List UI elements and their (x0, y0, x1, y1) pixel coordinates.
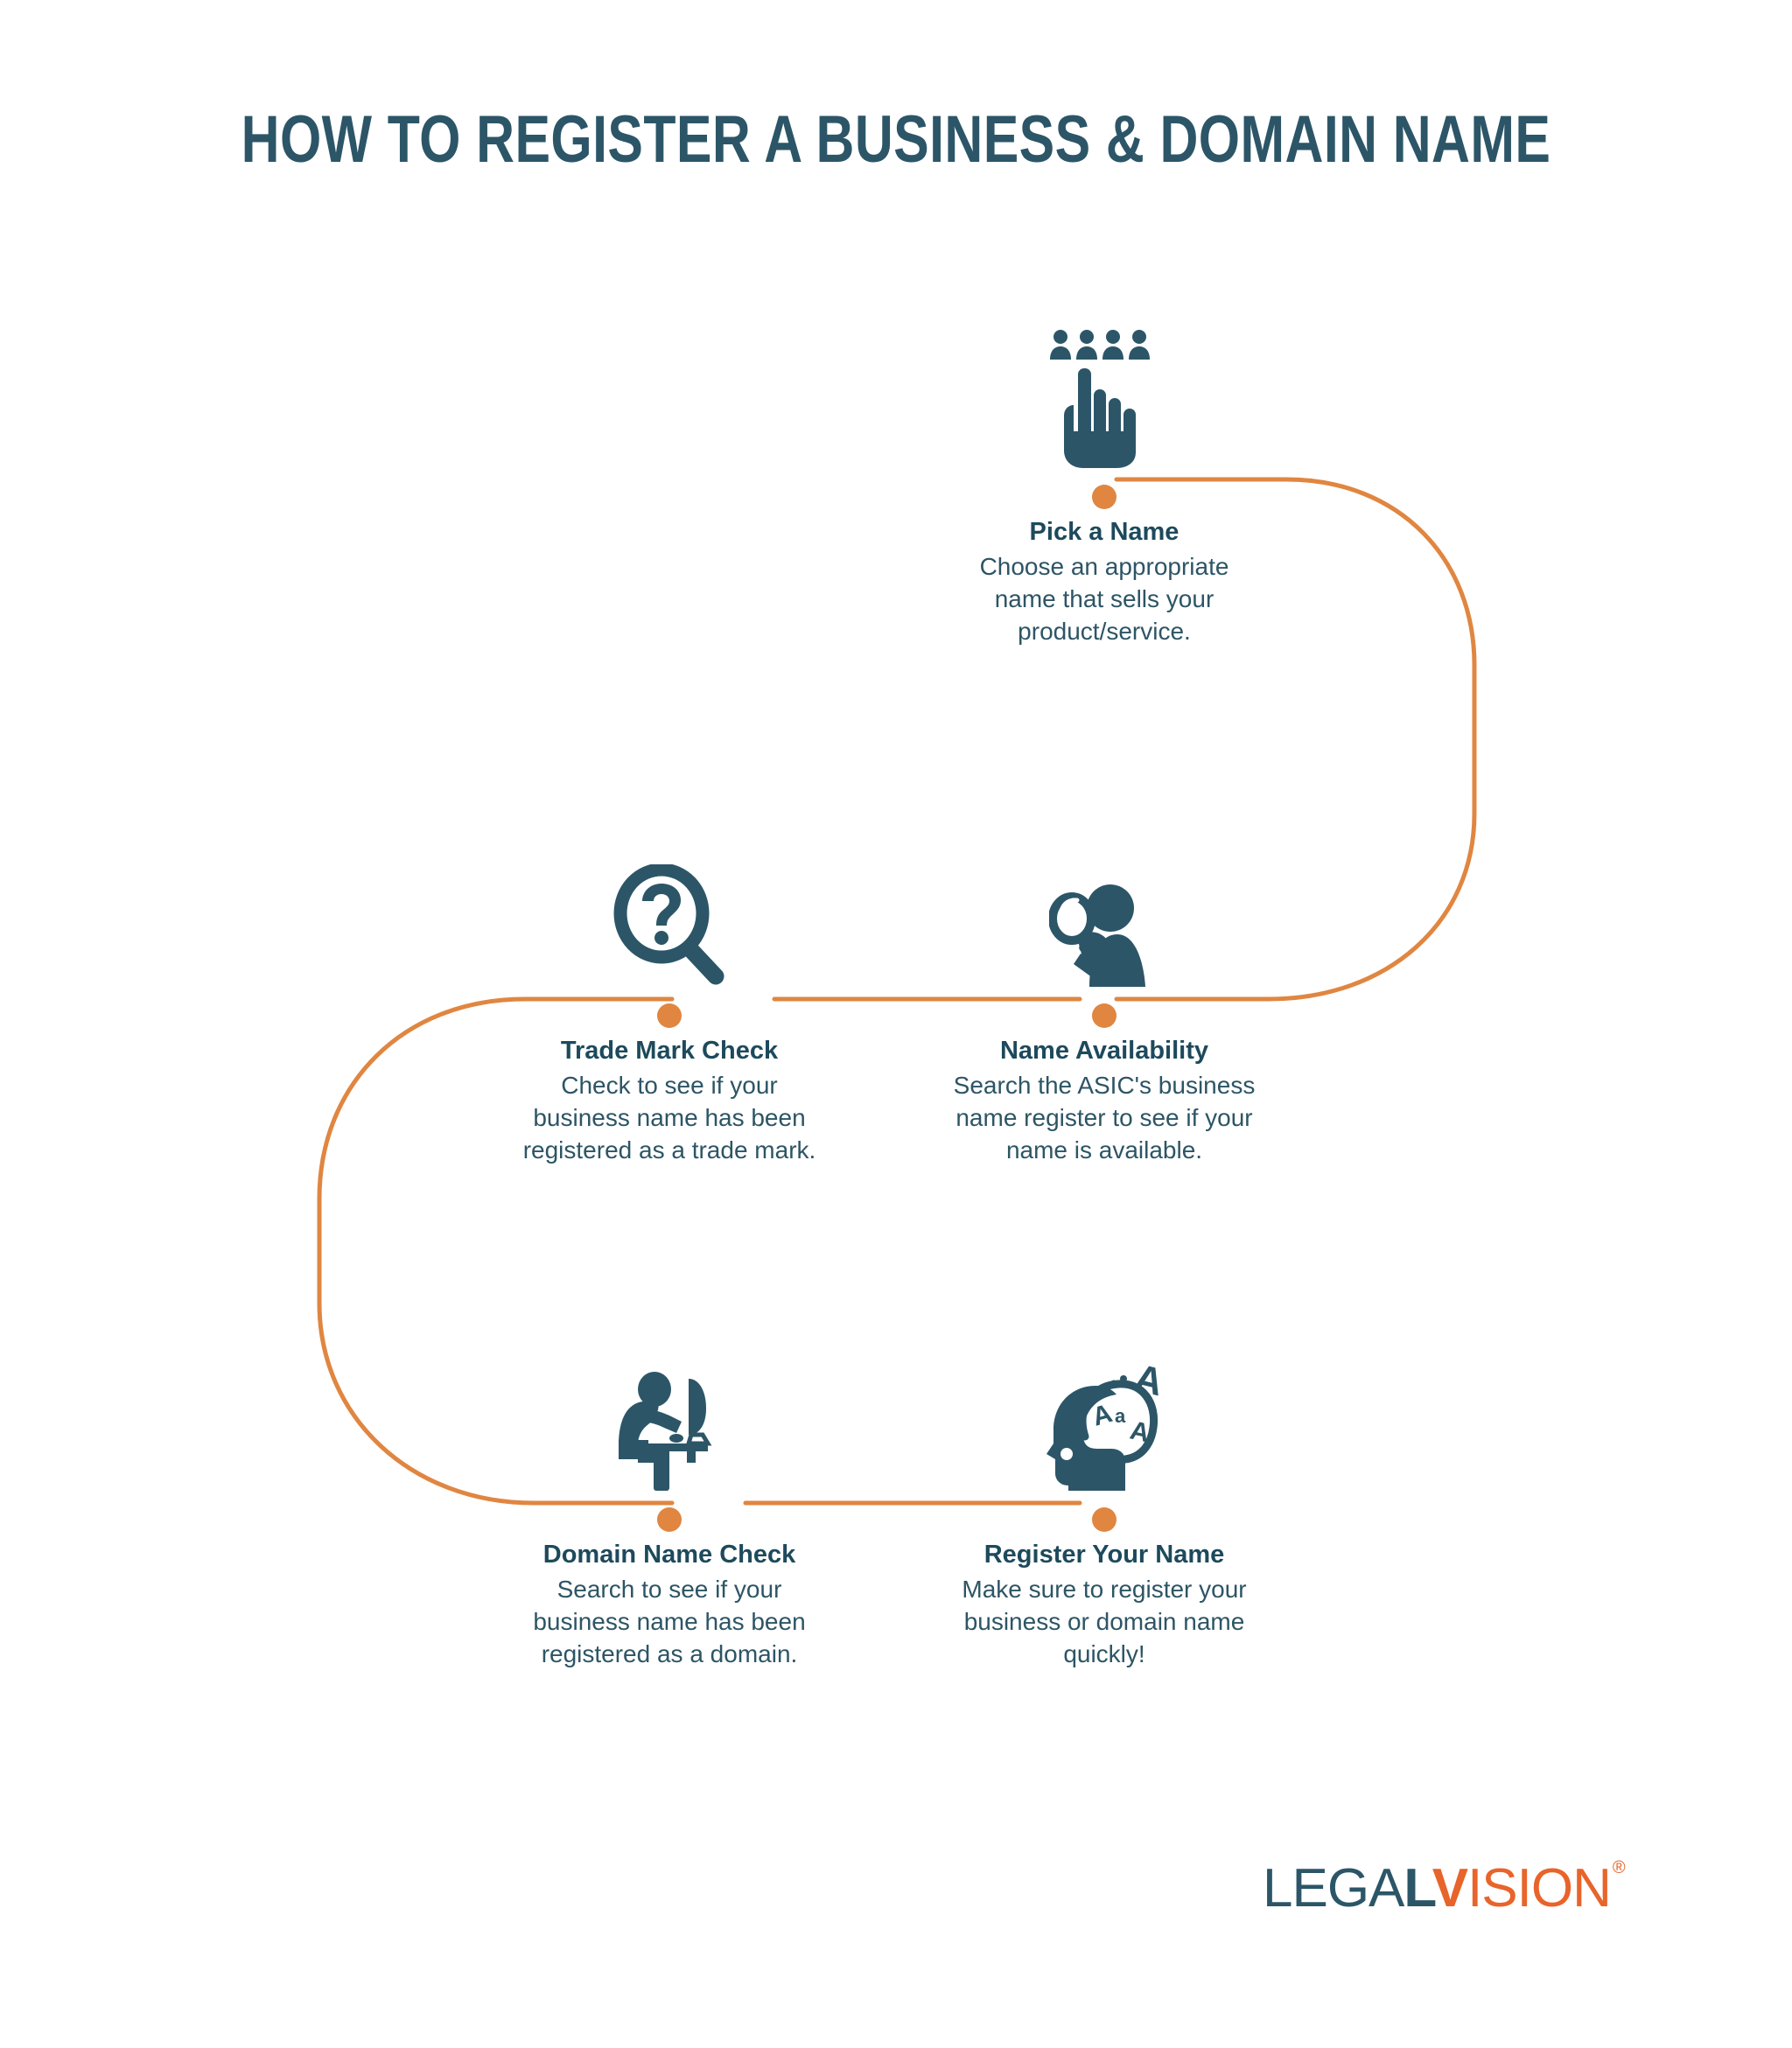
magnifier-question-icon (512, 829, 827, 987)
head-with-letters-icon: A a A A (947, 1333, 1262, 1491)
logo-part-v: V (1432, 1858, 1468, 1919)
timeline-dot (1092, 1003, 1116, 1028)
step-title: Register Your Name (984, 1541, 1225, 1569)
step-name-availability: Name Availability Search the ASIC's busi… (947, 829, 1262, 1167)
step-domain-name-check: Domain Name Check Search to see if your … (512, 1333, 827, 1671)
step-description: Choose an appropriate name that sells yo… (979, 552, 1229, 645)
svg-text:A: A (1089, 1399, 1116, 1432)
step-dot-wrapper (512, 1499, 827, 1540)
step-description: Search the ASIC's business name register… (953, 1071, 1256, 1164)
step-dot-wrapper (512, 996, 827, 1036)
timeline-dot (1092, 485, 1116, 509)
people-pointing-hand-icon (947, 311, 1262, 468)
logo-part-l: L (1404, 1858, 1432, 1919)
svg-text:a: a (1115, 1405, 1126, 1427)
person-magnifier-icon (947, 829, 1262, 987)
step-dot-wrapper (947, 477, 1262, 517)
step-title: Trade Mark Check (560, 1037, 779, 1065)
timeline-dot (1092, 1507, 1116, 1532)
svg-text:A: A (1130, 1363, 1164, 1404)
timeline-dot (657, 1003, 682, 1028)
logo-part-ision: ISION (1467, 1858, 1612, 1919)
registered-trademark-icon: ® (1612, 1858, 1626, 1878)
step-dot-wrapper (947, 996, 1262, 1036)
step-dot-wrapper (947, 1499, 1262, 1540)
timeline-dot (657, 1507, 682, 1532)
step-title: Domain Name Check (542, 1541, 796, 1569)
step-title: Name Availability (999, 1037, 1208, 1065)
step-description: Check to see if your business name has b… (522, 1071, 816, 1164)
step-description: Search to see if your business name has … (533, 1575, 806, 1667)
step-title: Pick a Name (1029, 518, 1180, 546)
step-pick-a-name: Pick a Name Choose an appropriate name t… (947, 311, 1262, 648)
step-register-your-name: A a A A Register Your Name Make sure to … (947, 1333, 1262, 1671)
legalvision-logo: LEGALVISION® (1263, 1859, 1626, 1916)
step-trade-mark-check: Trade Mark Check Check to see if your bu… (512, 829, 827, 1167)
step-description: Make sure to register your business or d… (962, 1575, 1247, 1667)
person-at-desk-computer-icon (512, 1333, 827, 1491)
logo-part-lega: LEGA (1263, 1858, 1404, 1919)
page-title: HOW TO REGISTER A BUSINESS & DOMAIN NAME (241, 102, 1551, 177)
